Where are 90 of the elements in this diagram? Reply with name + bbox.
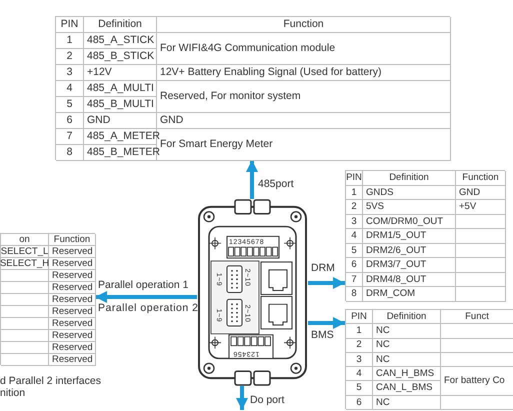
column-header: Function [49, 234, 96, 246]
arrow [246, 160, 258, 199]
column-header: Definition [363, 171, 456, 186]
table-note: d Parallel 2 interfaces nition [0, 375, 102, 399]
table-cell: 5 [346, 244, 363, 258]
table-cell: NC [373, 338, 441, 353]
table-cell: Reserved [49, 270, 96, 282]
pin-table [55, 16, 450, 160]
table-cell: 485_A_METER [84, 129, 157, 145]
column-header: Definition [84, 17, 157, 33]
table-cell: +5V [456, 200, 506, 214]
table-cell: 485_A_STICK [84, 33, 157, 49]
table-cell: Reserved [49, 342, 96, 354]
column-header: Function [157, 17, 451, 33]
table-cell: 5VS [363, 200, 456, 214]
table-cell: SELECT_L [1, 246, 49, 258]
column-header: PIN [56, 17, 84, 33]
table-cell: 485_B_MULTI [84, 97, 157, 113]
table-cell: DRM1/5_OUT [363, 229, 456, 244]
table-cell: DRM_COM [363, 287, 456, 302]
table-cell: 485_B_STICK [84, 49, 157, 65]
arrow [236, 386, 248, 410]
table-cell: Reserved [49, 306, 96, 318]
table-cell: DRM3/7_OUT [363, 258, 456, 272]
table-cell: NC [373, 396, 441, 410]
table-cell: For battery Co [441, 367, 513, 396]
table-cell: CAN_L_BMS [373, 381, 441, 396]
table-cell: SELECT_H [1, 258, 49, 270]
table-cell: DRM2/6_OUT [363, 244, 456, 258]
table-cell: 1 [346, 324, 373, 339]
table-cell: 6 [346, 258, 363, 272]
table-cell: GND [157, 113, 451, 129]
table-cell: Reserved [49, 318, 96, 330]
table-cell: 1 [56, 33, 84, 49]
table-cell: Reserved [49, 258, 96, 270]
edge-label: Parallel operation 1 [98, 279, 188, 292]
table-cell: 3 [56, 65, 84, 81]
port-label: Parallel operation 2 [98, 303, 198, 314]
table-cell: GND [84, 113, 157, 129]
arrow [95, 291, 197, 303]
table-cell: 4 [346, 367, 373, 382]
column-header: Definition [373, 310, 441, 324]
table-cell: 12V+ Battery Enabling Signal (Used for battery) [157, 65, 451, 81]
table-cell: GND [456, 186, 506, 200]
column-header: Funct [441, 310, 513, 324]
table-cell: 485_A_MULTI [84, 81, 157, 97]
table-cell: 3 [346, 352, 373, 368]
table-cell: 8 [56, 145, 84, 161]
pin-table [345, 170, 505, 300]
edge-label: BMS [311, 329, 334, 342]
table-cell: COM/DRM0_OUT [363, 214, 456, 229]
arrow [308, 317, 345, 329]
table-cell: 4 [346, 229, 363, 244]
table-cell: 4 [56, 81, 84, 97]
table-cell: Reserved [49, 354, 96, 366]
pin-table [0, 233, 95, 365]
column-header: on [1, 234, 49, 246]
edge-label: Do port [250, 394, 284, 407]
table-cell: Reserved [49, 330, 96, 342]
table-cell: Reserved [49, 246, 96, 258]
table-cell: +12V [84, 65, 157, 81]
edge-label: 485port [258, 178, 294, 191]
table-cell: 3 [346, 214, 363, 229]
table-cell: 6 [56, 113, 84, 129]
table-cell: GNDS [363, 186, 456, 200]
table-cell: 5 [56, 97, 84, 113]
table-cell: 7 [346, 272, 363, 287]
edge-label: DRM [311, 262, 335, 275]
table-cell: For WIFI&4G Communication module [157, 33, 451, 65]
table-cell: Reserved, For monitor system [157, 81, 451, 113]
table-cell: DRM4/8_OUT [363, 272, 456, 287]
table-cell: Reserved [49, 282, 96, 294]
table-cell: 2 [56, 49, 84, 65]
table-cell: Reserved [49, 294, 96, 306]
table-cell: NC [373, 324, 441, 339]
table-cell: 485_B_METER [84, 145, 157, 161]
table-cell: CAN_H_BMS [373, 367, 441, 382]
table-cell: 6 [346, 396, 373, 410]
column-header: PIN [346, 171, 363, 186]
pin-table [345, 309, 513, 410]
column-header: Function [456, 171, 506, 186]
table-cell: NC [373, 352, 441, 368]
table-cell: 2 [346, 338, 373, 353]
column-header: PIN [346, 310, 373, 324]
table-cell: 2 [346, 200, 363, 214]
table-cell: 8 [346, 287, 363, 302]
table-cell: 7 [56, 129, 84, 145]
arrow [308, 277, 345, 289]
table-cell: 1 [346, 186, 363, 200]
table-cell: 5 [346, 381, 373, 396]
